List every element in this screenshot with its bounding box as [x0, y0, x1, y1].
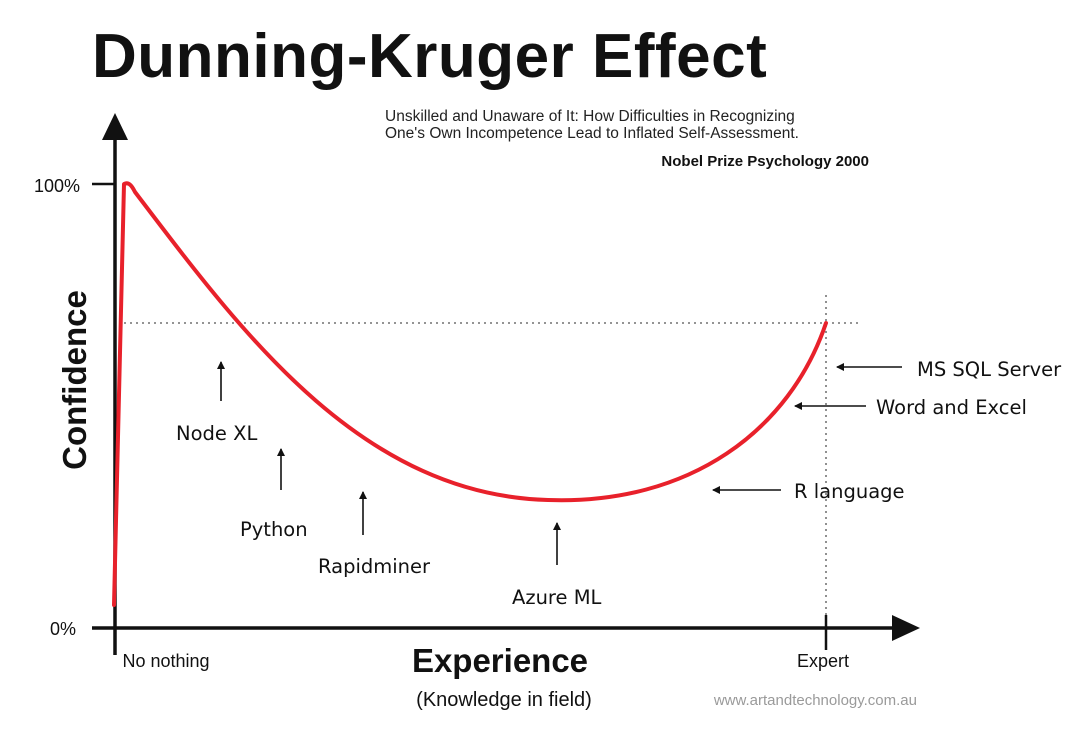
x-label-end: Expert — [797, 651, 849, 671]
x-axis-subtitle: (Knowledge in field) — [416, 689, 592, 711]
x-axis-title: Experience — [412, 642, 588, 679]
y-axis-title: Confidence — [56, 290, 93, 470]
confidence-curve — [112, 181, 828, 607]
website-credit: www.artandtechnology.com.au — [713, 692, 917, 709]
label-rapidminer: Rapidminer — [318, 555, 431, 578]
x-axis-arrowhead — [892, 615, 920, 641]
label-node-xl: Node XL — [176, 422, 257, 445]
y-label-top: 100% — [34, 176, 80, 196]
label-word-excel: Word and Excel — [876, 396, 1027, 419]
subtitle-line-2: One's Own Incompetence Lead to Inflated … — [385, 125, 799, 142]
label-azure-ml: Azure ML — [512, 586, 602, 609]
label-r-language: R language — [794, 480, 905, 503]
subtitle-line-1: Unskilled and Unaware of It: How Difficu… — [385, 108, 795, 125]
y-label-bottom: 0% — [50, 619, 76, 639]
page-title: Dunning-Kruger Effect — [92, 22, 767, 91]
label-python: Python — [240, 518, 308, 541]
label-ms-sql: MS SQL Server — [917, 358, 1062, 381]
y-axis-arrowhead — [102, 113, 128, 140]
credit-text: Nobel Prize Psychology 2000 — [661, 153, 869, 170]
x-label-start: No nothing — [122, 651, 209, 671]
